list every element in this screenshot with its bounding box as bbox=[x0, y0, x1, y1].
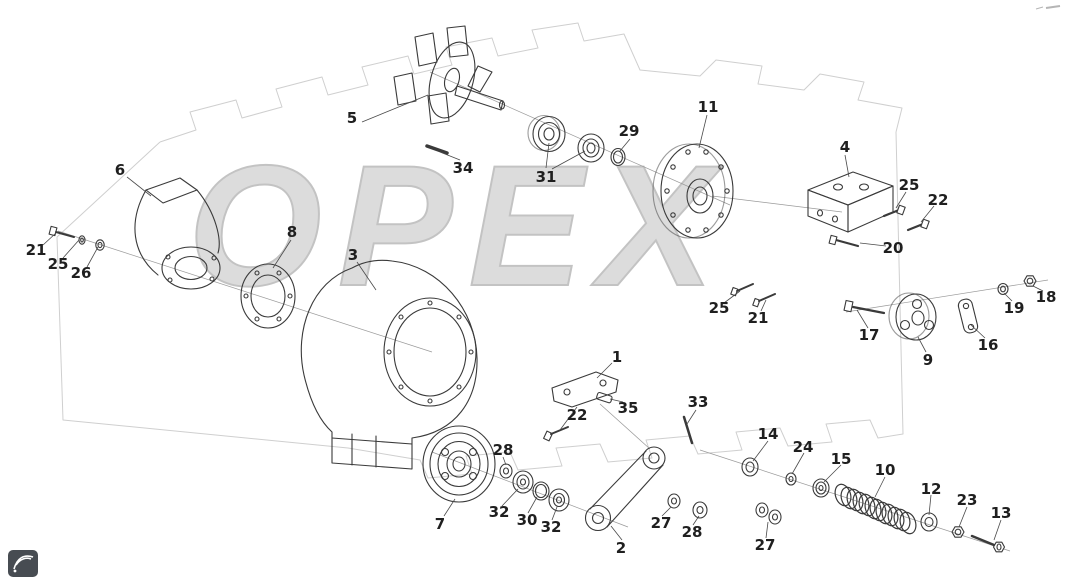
part-callout: 32 bbox=[540, 518, 562, 536]
part-duct-6 bbox=[134, 177, 221, 290]
part-callout: 33 bbox=[687, 393, 709, 411]
part-washer-28b bbox=[692, 501, 708, 519]
part-callout: 15 bbox=[830, 450, 852, 468]
part-callout: 20 bbox=[882, 239, 904, 257]
part-callout: 23 bbox=[956, 491, 978, 509]
part-callout: 1 bbox=[611, 348, 623, 366]
part-callout: 24 bbox=[792, 438, 814, 456]
part-pin-34 bbox=[425, 144, 449, 155]
part-pin-35 bbox=[596, 391, 613, 404]
part-bolt-21-left bbox=[48, 225, 75, 238]
part-arm-2 bbox=[584, 446, 666, 532]
part-bolt-22-right bbox=[906, 218, 930, 232]
part-fan-impeller bbox=[393, 25, 506, 125]
logo-badge bbox=[8, 550, 38, 577]
part-coupling-9 bbox=[888, 292, 937, 341]
part-nut-19 bbox=[997, 282, 1009, 296]
part-callout: 35 bbox=[617, 399, 639, 417]
part-callout: 5 bbox=[346, 109, 358, 127]
part-washer-26 bbox=[95, 239, 105, 251]
part-nut-23 bbox=[951, 526, 965, 538]
part-callout: 27 bbox=[754, 536, 776, 554]
part-callout: 6 bbox=[114, 161, 126, 179]
part-callout: 22 bbox=[927, 191, 949, 209]
part-disc-11 bbox=[652, 143, 734, 239]
part-bolt-22-lower bbox=[543, 426, 569, 442]
gear-teeth-bottom bbox=[56, 131, 904, 479]
part-callout: 29 bbox=[618, 122, 640, 140]
part-callout: 22 bbox=[566, 406, 588, 424]
part-callout: 30 bbox=[516, 511, 538, 529]
part-callout: 17 bbox=[858, 326, 880, 344]
part-ring-30 bbox=[532, 481, 550, 501]
part-callout: 28 bbox=[681, 523, 703, 541]
part-washer-27a bbox=[667, 493, 681, 509]
part-callout: 8 bbox=[286, 223, 298, 241]
part-callout: 19 bbox=[1003, 299, 1025, 317]
part-spring-10 bbox=[834, 483, 917, 535]
part-callout: 21 bbox=[25, 241, 47, 259]
part-bolt-17 bbox=[843, 299, 886, 315]
part-bolt-21-mid bbox=[752, 293, 776, 308]
part-callout: 11 bbox=[697, 98, 719, 116]
part-callout: 12 bbox=[920, 480, 942, 498]
part-ring-29 bbox=[610, 147, 626, 167]
part-callout: 10 bbox=[874, 461, 896, 479]
part-washer-27-pair bbox=[755, 502, 782, 525]
part-pin-33 bbox=[682, 415, 694, 445]
part-callout: 16 bbox=[977, 336, 999, 354]
corner-mark bbox=[1035, 5, 1061, 10]
part-washer-24 bbox=[785, 472, 797, 486]
part-callout: 4 bbox=[839, 138, 851, 156]
part-callout: 9 bbox=[922, 351, 934, 369]
part-callout: 25 bbox=[898, 176, 920, 194]
part-callout: 18 bbox=[1035, 288, 1057, 306]
part-callout: 32 bbox=[488, 503, 510, 521]
part-bolt-20 bbox=[828, 234, 860, 248]
part-callout: 25 bbox=[47, 255, 69, 273]
part-bushing-14 bbox=[741, 457, 759, 477]
part-callout: 2 bbox=[615, 539, 627, 557]
part-callout: 27 bbox=[650, 514, 672, 532]
part-bolt-13 bbox=[970, 534, 1006, 553]
leader-lines bbox=[42, 94, 1044, 541]
part-callout: 28 bbox=[492, 441, 514, 459]
part-bolt-25-right bbox=[882, 204, 906, 218]
part-callout: 21 bbox=[747, 309, 769, 327]
part-callout: 34 bbox=[452, 159, 474, 177]
part-bearing-32b bbox=[548, 488, 570, 512]
watermark-text: ОРЕХ bbox=[187, 130, 730, 322]
part-callout: 14 bbox=[757, 425, 779, 443]
gear-teeth-top bbox=[159, 22, 903, 143]
part-bearing-31b bbox=[577, 133, 605, 163]
part-ring-8 bbox=[240, 263, 296, 329]
part-callout: 3 bbox=[347, 246, 359, 264]
part-cup-washer-15 bbox=[812, 478, 830, 498]
part-callout: 7 bbox=[434, 515, 446, 533]
part-callout: 31 bbox=[535, 168, 557, 186]
part-callout: 13 bbox=[990, 504, 1012, 522]
part-bracket-1 bbox=[551, 371, 619, 408]
part-bearing-32a bbox=[512, 470, 534, 494]
part-pulley-7 bbox=[422, 425, 496, 503]
part-callout: 26 bbox=[70, 264, 92, 282]
part-housing-3 bbox=[300, 259, 478, 470]
part-callout: 25 bbox=[708, 299, 730, 317]
